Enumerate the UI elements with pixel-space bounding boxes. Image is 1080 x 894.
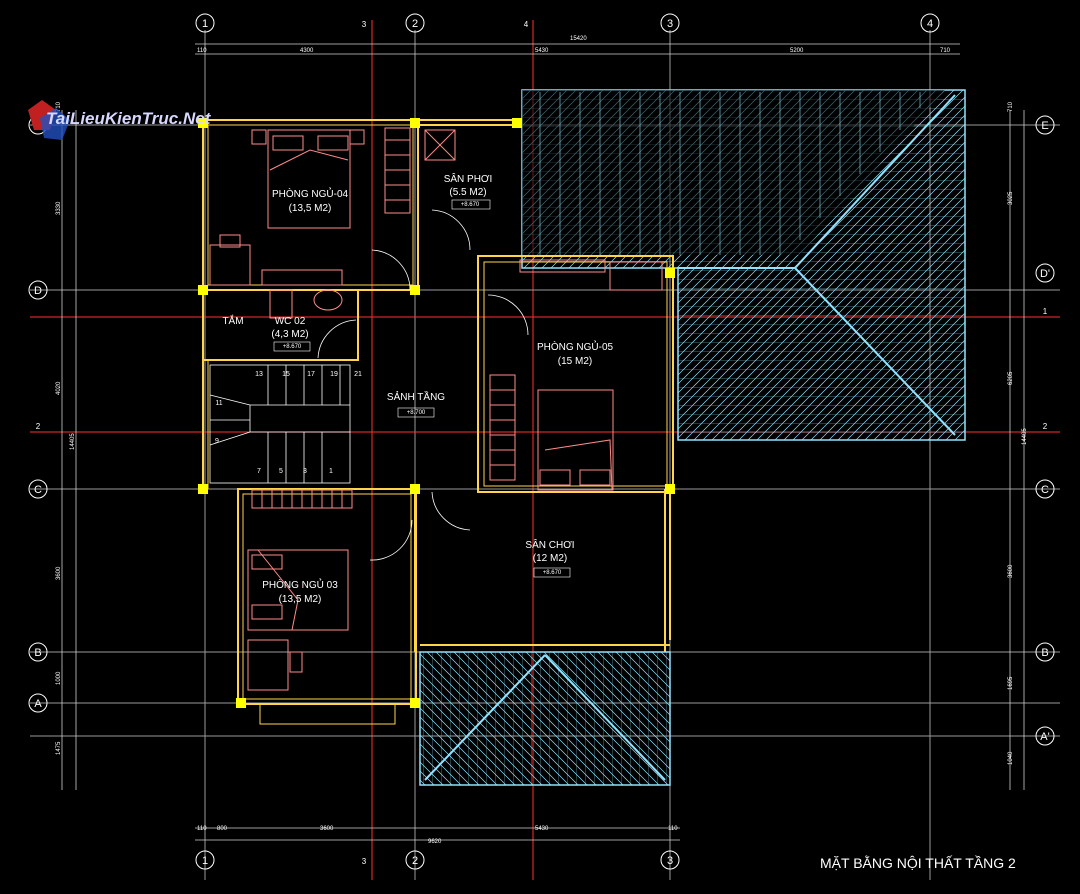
- room-name-sanh-tang: SẢNH TẦNG: [387, 390, 445, 403]
- grid-label-right-red-1: 1: [1043, 307, 1048, 316]
- room-level-san-choi: +8.670: [543, 570, 562, 576]
- dim-bottom-1: 110: [197, 826, 207, 832]
- dim-bottom-2: 800: [217, 826, 228, 832]
- room-name-san-choi: SÂN CHƠI: [525, 538, 574, 551]
- grid-label-left-B: B: [34, 647, 41, 659]
- roof-top-right: [521, 89, 966, 441]
- room-name-san-phoi: SÂN PHƠI: [444, 172, 493, 185]
- dim-right-1: 710: [1008, 101, 1014, 112]
- grid-label-top-red-3: 3: [362, 20, 367, 29]
- columns: [198, 118, 675, 708]
- grid-label-right-red-2: 2: [1043, 422, 1048, 431]
- room-area-phong-ngu-04: (13,5 M2): [289, 203, 332, 214]
- grid-label-bottom-1: 1: [202, 855, 208, 867]
- dim-left-4: 14405: [70, 433, 76, 450]
- dim-right-5: 3600: [1008, 564, 1014, 578]
- watermark-text: TaiLieuKienTruc.Net: [46, 109, 212, 128]
- stair-step-11: 11: [215, 400, 222, 407]
- grid-label-left-red-2: 2: [36, 422, 41, 431]
- dim-top-6: 710: [940, 48, 951, 54]
- room-level-wc-02: +8.670: [283, 344, 302, 350]
- stair-step-5: 5: [279, 468, 283, 475]
- dim-left-1: 710: [56, 101, 62, 112]
- stair-step-1: 1: [329, 468, 333, 475]
- dim-left-7: 1475: [56, 741, 62, 755]
- room-name-phong-ngu-04: PHÒNG NGỦ-04: [272, 187, 349, 200]
- dim-bottom-3: 3600: [320, 826, 334, 832]
- doors: [317, 209, 529, 561]
- stair-step-19: 19: [330, 371, 338, 378]
- room-area-san-choi: (12 M2): [533, 553, 567, 564]
- room-area-phong-ngu-05: (15 M2): [558, 356, 592, 367]
- grid-bubbles-top: [28, 13, 1055, 870]
- dim-right-3: 6205: [1008, 371, 1014, 385]
- stair-step-13: 13: [255, 371, 263, 378]
- dim-right-4: 14405: [1022, 428, 1028, 445]
- furniture: [209, 127, 663, 691]
- walls: [202, 119, 674, 725]
- grid-label-bottom-red-3: 3: [362, 857, 367, 866]
- room-name-wc-02: WC 02: [275, 316, 306, 327]
- stair-step-7: 7: [257, 468, 261, 475]
- stair-step-17: 17: [307, 371, 315, 378]
- dim-top-2: 4300: [300, 48, 314, 54]
- dim-bottom-4: 5430: [535, 826, 549, 832]
- room-name-phong-ngu-05: PHÒNG NGỦ-05: [537, 340, 614, 353]
- stair-step-21: 21: [354, 371, 362, 378]
- dim-right-6: 1695: [1008, 676, 1014, 690]
- grid-label-top-3: 3: [667, 18, 673, 30]
- grid-label-bottom-2: 2: [412, 855, 418, 867]
- dim-top-5: 5200: [790, 48, 804, 54]
- dim-left-6: 1000: [56, 671, 62, 685]
- grid-label-top-4: 4: [927, 18, 933, 30]
- dim-right-2: 3025: [1008, 191, 1014, 205]
- dim-top-4: 15420: [570, 36, 587, 42]
- room-level-sanh-tang: +8.700: [407, 410, 426, 416]
- stair-step-15: 15: [282, 371, 290, 378]
- room-level-san-phoi: +8.670: [461, 202, 480, 208]
- grid-label-left-C: C: [34, 484, 42, 496]
- dim-top-3: 5430: [535, 48, 549, 54]
- level-markers: [273, 199, 571, 578]
- room-area-san-phoi: (5.5 M2): [449, 187, 486, 198]
- stair-step-3: 3: [303, 468, 307, 475]
- dim-left-3: 4020: [56, 381, 62, 395]
- grid-label-right-B: B: [1041, 647, 1048, 659]
- grid-label-left-A: A: [34, 698, 42, 710]
- grid-label-left-D: D: [34, 285, 42, 297]
- watermark-logo: TaiLieuKienTruc.Net: [28, 100, 212, 140]
- dim-bottom-5: 9620: [428, 839, 442, 845]
- grid-label-right-C: C: [1041, 484, 1049, 496]
- room-area-phong-ngu-03: (13,5 M2): [279, 594, 322, 605]
- stair-step-9: 9: [215, 438, 219, 445]
- dim-bottom-6: 110: [668, 826, 678, 832]
- roof-bottom: [419, 651, 671, 786]
- staircase: [209, 364, 351, 484]
- grid-label-top-2: 2: [412, 18, 418, 30]
- dim-right-7: 1040: [1008, 751, 1014, 765]
- room-name-tam: TẮM: [222, 314, 243, 327]
- dim-left-5: 3600: [56, 566, 62, 580]
- grid-label-right-E: E: [1041, 120, 1048, 132]
- dim-left-2: 3330: [56, 201, 62, 215]
- grid-label-bottom-3: 3: [667, 855, 673, 867]
- room-name-phong-ngu-03: PHÒNG NGỦ 03: [262, 578, 338, 591]
- dim-top-1: 110: [197, 48, 207, 54]
- grid-label-top-1: 1: [202, 18, 208, 30]
- room-area-wc-02: (4,3 M2): [271, 329, 308, 340]
- drawing-title: MẶT BẰNG NỘI THẤT TẦNG 2: [820, 854, 1016, 871]
- dimension-lines: [61, 43, 1025, 841]
- grid-label-right-A: A': [1040, 731, 1049, 743]
- grid-label-top-red-4: 4: [524, 20, 529, 29]
- grid-label-right-D: D': [1040, 268, 1050, 280]
